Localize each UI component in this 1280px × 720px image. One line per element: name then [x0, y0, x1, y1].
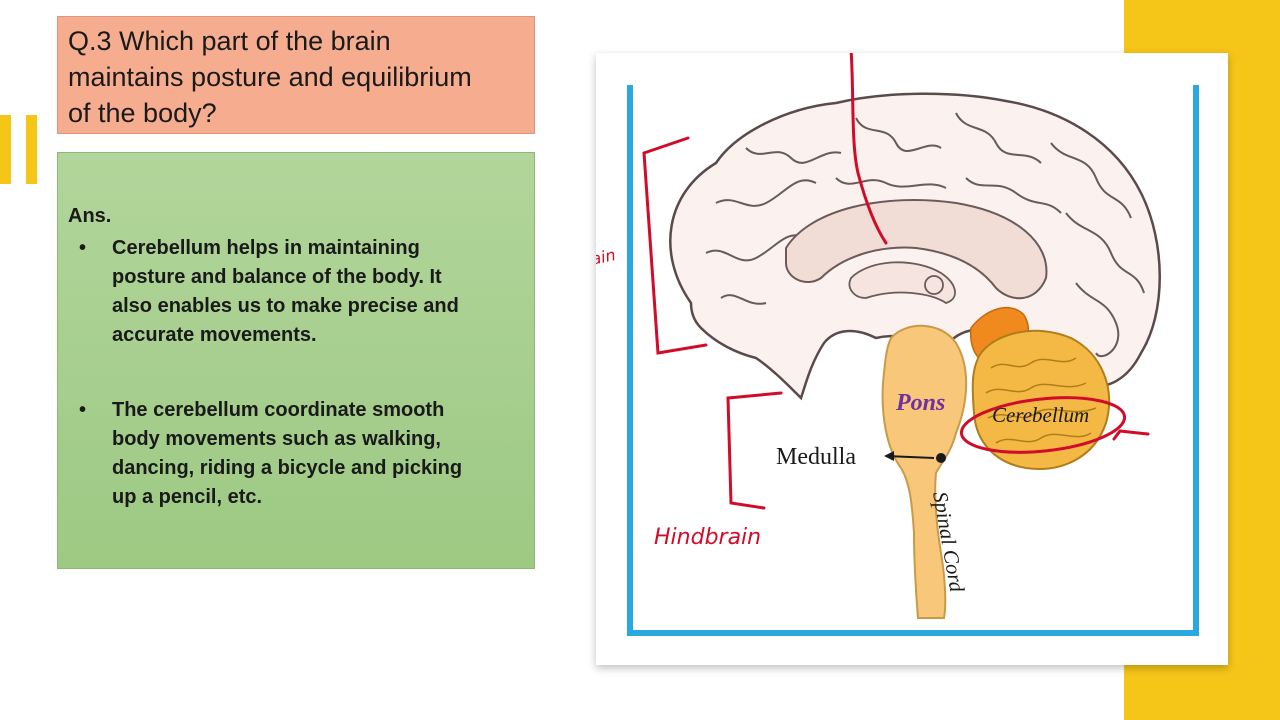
answer-bullet-list: Cerebellum helps in maintaining posture …	[68, 234, 524, 512]
tick-mark	[1112, 429, 1150, 441]
brain-diagram: Pons Medulla Cerebellum Spinal Cord midb…	[596, 53, 1199, 636]
pons-label: Pons	[895, 390, 945, 416]
pons-brainstem-shape	[881, 324, 968, 619]
answer-bullet: Cerebellum helps in maintaining posture …	[79, 234, 524, 350]
medulla-label: Medulla	[776, 444, 856, 470]
bullet-line: up a pencil, etc.	[112, 486, 263, 508]
medulla-arrowhead	[884, 451, 894, 461]
bullet-line: The cerebellum coordinate smooth	[112, 399, 445, 421]
question-line: Q.3 Which part of the brain	[68, 26, 391, 56]
corpus-callosum	[785, 199, 1048, 300]
midbrain-pointer-line	[849, 53, 888, 245]
answer-box: Ans. Cerebellum helps in maintaining pos…	[57, 152, 535, 569]
hindbrain-annotation: Hindbrain	[654, 525, 761, 550]
bullet-line: also enables us to make precise and	[112, 295, 459, 317]
bullet-line: accurate movements.	[112, 324, 317, 346]
bullet-line: posture and balance of the body. It	[112, 266, 442, 288]
bullet-line: body movements such as walking,	[112, 428, 441, 450]
cerebellum-circle	[959, 396, 1127, 454]
forebrain-bracket	[642, 136, 708, 355]
question-line: maintains posture and equilibrium	[68, 62, 472, 92]
answer-label: Ans.	[68, 205, 112, 227]
question-line: of the body?	[68, 98, 217, 128]
bullet-line: Cerebellum helps in maintaining	[112, 237, 420, 259]
left-accent-stripe	[26, 115, 37, 184]
gyri-lines	[705, 112, 1145, 358]
cerebellum-folds	[985, 357, 1097, 444]
cerebellum-label: Cerebellum	[992, 403, 1089, 427]
left-accent-stripe	[0, 115, 11, 184]
medulla-pointer-dot	[936, 453, 946, 463]
diagram-frame	[627, 85, 1199, 636]
bullet-line: dancing, riding a bicycle and picking	[112, 457, 463, 479]
answer-bullet: The cerebellum coordinate smooth body mo…	[79, 396, 524, 512]
question-box: Q.3 Which part of the brain maintains po…	[57, 16, 535, 134]
annotation-strokes	[642, 53, 1150, 510]
thalamus-core	[924, 275, 944, 295]
brain-diagram-card: Pons Medulla Cerebellum Spinal Cord midb…	[596, 53, 1228, 665]
hindbrain-bracket	[726, 391, 783, 510]
forebrain-annotation: forebrain	[596, 245, 617, 279]
